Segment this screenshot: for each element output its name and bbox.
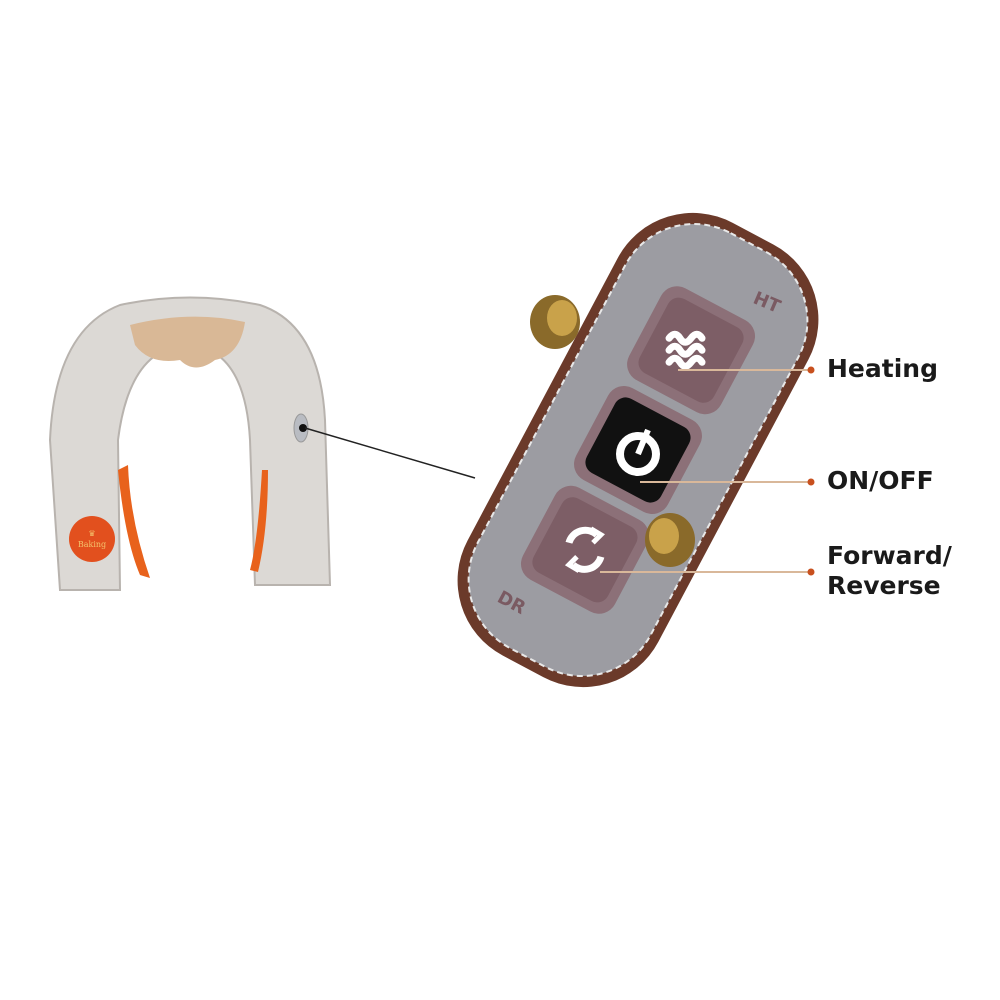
massage-nodes (130, 316, 245, 368)
remote-control: HT DR (457, 212, 819, 688)
orange-accent-left (118, 465, 150, 578)
orange-accent-right (250, 470, 268, 572)
callout-forward-reverse: Forward/ Reverse (827, 541, 952, 601)
callout-reverse: Reverse (827, 571, 941, 600)
neck-massager: ♛ Baking (48, 296, 332, 591)
brand-logo (69, 516, 115, 562)
brass-pins (530, 295, 695, 567)
forward-reverse-button[interactable] (528, 493, 642, 607)
pointer-line (304, 427, 476, 479)
callout-dots (807, 366, 815, 576)
heat-icon (665, 330, 706, 370)
callout-on-off: ON/OFF (827, 466, 934, 495)
logo-text: Baking (78, 540, 106, 549)
svg-text:♛: ♛ (88, 529, 95, 538)
rotate-icon (564, 526, 605, 573)
power-icon (616, 428, 660, 476)
callout-lines (600, 369, 810, 573)
callout-heating: Heating (827, 354, 938, 383)
callout-forward: Forward/ (827, 541, 952, 570)
